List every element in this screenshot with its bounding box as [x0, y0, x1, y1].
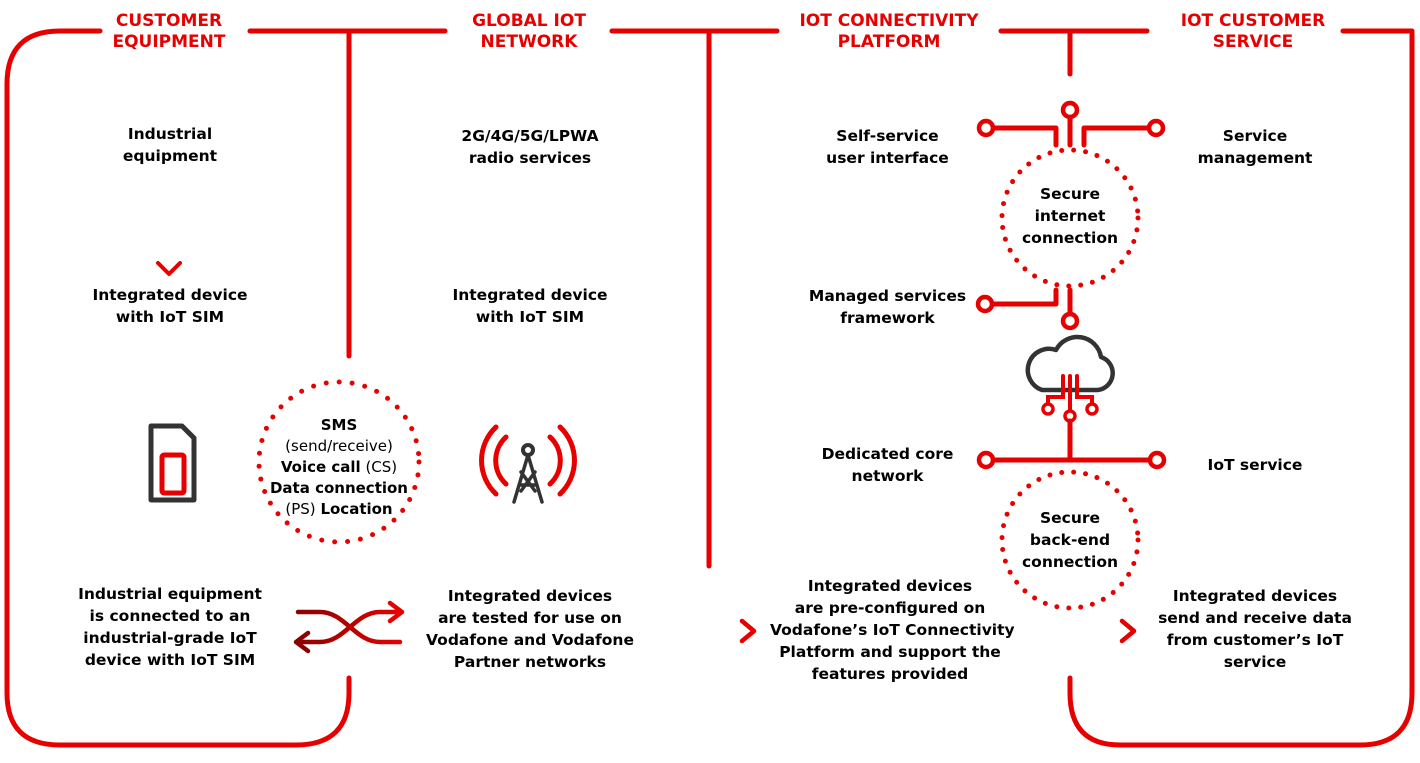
sim-card-icon: [148, 423, 197, 503]
voice-label: Voice call: [280, 458, 361, 476]
header-iot-connectivity-platform: IOT CONNECTIVITY PLATFORM: [769, 11, 1009, 53]
voice-detail: (CS): [365, 458, 398, 476]
data-detail: (PS): [285, 500, 316, 518]
header-line2: EQUIPMENT: [112, 32, 226, 52]
radio-tower-icon: [479, 424, 577, 504]
header-line1: GLOBAL IOT: [472, 11, 586, 31]
header-line2: NETWORK: [480, 32, 578, 52]
sms-label: SMS: [320, 416, 358, 434]
label-iot-service: IoT service: [1207, 456, 1303, 474]
services-circle-text: SMS (send/receive) Voice call (CS) Data …: [259, 415, 419, 520]
bidirectional-arrows-icon: [293, 600, 405, 654]
services-circle: [256, 379, 422, 545]
header-customer-equipment: CUSTOMER EQUIPMENT: [49, 11, 289, 53]
cloud-icon: [1025, 334, 1115, 443]
node-managed: [975, 294, 995, 314]
data-label: Data connection: [269, 479, 408, 497]
header-iot-customer-service: IOT CUSTOMER SERVICE: [1133, 11, 1373, 53]
secure-internet-circle: [999, 147, 1141, 289]
node-cloud-top: [1060, 311, 1080, 331]
sms-detail: (send/receive): [285, 437, 393, 455]
secure-backend-circle: [999, 469, 1141, 611]
node-dedicated: [976, 450, 996, 470]
node-iot-service: [1147, 450, 1167, 470]
location-label: Location: [320, 500, 393, 518]
header-line1: CUSTOMER: [115, 11, 223, 31]
node-top: [1060, 100, 1080, 120]
node-self-service: [976, 118, 996, 138]
header-line2: SERVICE: [1212, 32, 1294, 52]
header-line1: IOT CUSTOMER: [1180, 11, 1326, 31]
header-line1: IOT CONNECTIVITY: [799, 11, 979, 31]
node-service-mgmt: [1146, 118, 1166, 138]
header-line2: PLATFORM: [837, 32, 941, 52]
frame-left: [4, 28, 352, 748]
frame-right: [1067, 28, 1415, 748]
header-global-iot-network: GLOBAL IOT NETWORK: [409, 11, 649, 53]
